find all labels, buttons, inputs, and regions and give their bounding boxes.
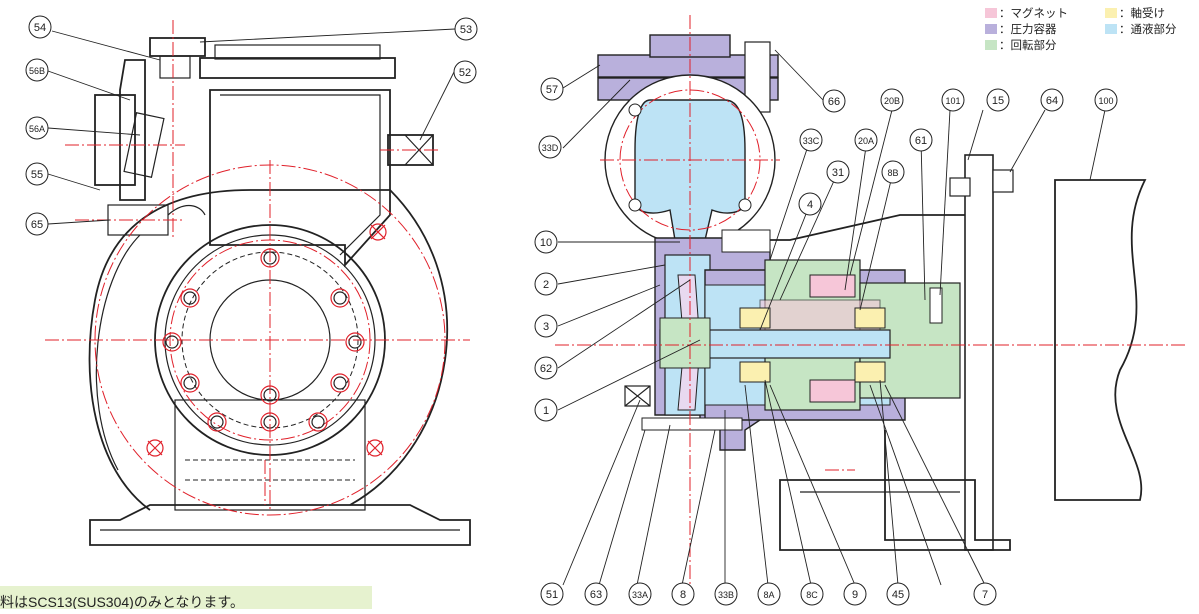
callout-33a: 33A xyxy=(628,582,652,606)
callout-62: 62 xyxy=(534,356,558,380)
svg-text:56B: 56B xyxy=(29,66,45,76)
callout-9: 9 xyxy=(843,582,867,606)
svg-text:100: 100 xyxy=(1098,96,1113,106)
callout-56b: 56B xyxy=(25,58,49,82)
callout-1: 1 xyxy=(534,398,558,422)
legend-item-magnet: ：マグネット xyxy=(985,7,1068,21)
svg-text:4: 4 xyxy=(807,199,813,211)
callout-56a: 56A xyxy=(25,116,49,140)
callout-61: 61 xyxy=(909,128,933,152)
callout-51: 51 xyxy=(540,582,564,606)
material-note: 料はSCS13(SUS304)のみとなります。 xyxy=(0,586,372,609)
svg-text:61: 61 xyxy=(915,135,927,147)
svg-text:8: 8 xyxy=(680,589,686,601)
callout-63: 63 xyxy=(584,582,608,606)
svg-text:65: 65 xyxy=(31,219,43,231)
right-view-drawing xyxy=(555,15,1185,590)
callout-8a: 8A xyxy=(757,582,781,606)
callout-57: 57 xyxy=(540,77,564,101)
svg-text:57: 57 xyxy=(546,84,558,96)
svg-text:55: 55 xyxy=(31,169,43,181)
callout-8b: 8B xyxy=(881,160,905,184)
callout-54: 54 xyxy=(28,15,52,39)
callout-10: 10 xyxy=(534,230,558,254)
legend-label-magnet: ：マグネット xyxy=(999,8,1068,20)
callout-8c: 8C xyxy=(800,582,824,606)
callout-45: 45 xyxy=(886,582,910,606)
callout-bubbles: 54 53 56B 52 56A 55 65 57 66 20B 101 15 … xyxy=(25,15,1118,606)
leader-lines xyxy=(47,28,1106,586)
callout-2: 2 xyxy=(534,272,558,296)
legend-swatch-rotating-part xyxy=(985,40,997,50)
svg-text:9: 9 xyxy=(852,589,858,601)
callout-55: 55 xyxy=(25,162,49,186)
svg-text:45: 45 xyxy=(892,589,904,601)
legend-swatch-bearing xyxy=(1105,8,1117,18)
svg-text:7: 7 xyxy=(982,589,988,601)
callout-15: 15 xyxy=(986,88,1010,112)
callout-20a: 20A xyxy=(854,128,878,152)
svg-text:10: 10 xyxy=(540,237,552,249)
svg-text:3: 3 xyxy=(543,321,549,333)
legend-item-rotating-part: ：回転部分 xyxy=(985,39,1057,53)
svg-text:1: 1 xyxy=(543,405,549,417)
callout-52: 52 xyxy=(453,60,477,84)
svg-text:2: 2 xyxy=(543,279,549,291)
callout-64: 64 xyxy=(1040,88,1064,112)
legend-swatch-pressure-vessel xyxy=(985,24,997,34)
callout-33c: 33C xyxy=(799,128,823,152)
svg-text:33D: 33D xyxy=(542,143,559,153)
svg-text:62: 62 xyxy=(540,363,552,375)
legend-item-bearing: ：軸受け xyxy=(1105,7,1165,21)
color-legend: ：マグネット ：軸受け ：圧力容器 ：通液部分 ：回転部分 xyxy=(985,7,1190,63)
svg-text:33A: 33A xyxy=(632,590,648,600)
svg-text:66: 66 xyxy=(828,96,840,108)
legend-label-wetted-part: ：通液部分 xyxy=(1119,24,1177,36)
callout-3: 3 xyxy=(534,314,558,338)
legend-label-bearing: ：軸受け xyxy=(1119,8,1165,20)
svg-text:33C: 33C xyxy=(803,136,820,146)
svg-text:63: 63 xyxy=(590,589,602,601)
callout-31: 31 xyxy=(826,160,850,184)
svg-text:51: 51 xyxy=(546,589,558,601)
svg-text:15: 15 xyxy=(992,95,1004,107)
svg-text:53: 53 xyxy=(460,24,472,36)
svg-text:33B: 33B xyxy=(718,590,734,600)
callout-33b: 33B xyxy=(714,582,738,606)
callout-4: 4 xyxy=(798,192,822,216)
svg-text:54: 54 xyxy=(34,22,46,34)
svg-text:64: 64 xyxy=(1046,95,1058,107)
callout-100: 100 xyxy=(1094,88,1118,112)
callout-66: 66 xyxy=(822,89,846,113)
callout-101: 101 xyxy=(941,88,965,112)
left-view-drawing xyxy=(45,20,471,546)
callout-7: 7 xyxy=(973,582,997,606)
legend-label-rotating-part: ：回転部分 xyxy=(999,40,1057,52)
callout-53: 53 xyxy=(454,17,478,41)
callout-65: 65 xyxy=(25,212,49,236)
callout-20b: 20B xyxy=(880,88,904,112)
svg-text:101: 101 xyxy=(945,96,960,106)
legend-swatch-wetted-part xyxy=(1105,24,1117,34)
svg-text:31: 31 xyxy=(832,167,844,179)
svg-text:56A: 56A xyxy=(29,124,45,134)
svg-text:8C: 8C xyxy=(806,590,818,600)
legend-item-pressure-vessel: ：圧力容器 xyxy=(985,23,1057,37)
callout-33d: 33D xyxy=(538,135,562,159)
legend-label-pressure-vessel: ：圧力容器 xyxy=(999,24,1057,36)
svg-text:20B: 20B xyxy=(884,96,900,106)
svg-text:8A: 8A xyxy=(763,590,774,600)
svg-text:8B: 8B xyxy=(887,168,898,178)
callout-8: 8 xyxy=(671,582,695,606)
svg-text:20A: 20A xyxy=(858,136,874,146)
svg-text:52: 52 xyxy=(459,67,471,79)
legend-swatch-magnet xyxy=(985,8,997,18)
legend-item-wetted-part: ：通液部分 xyxy=(1105,23,1177,37)
